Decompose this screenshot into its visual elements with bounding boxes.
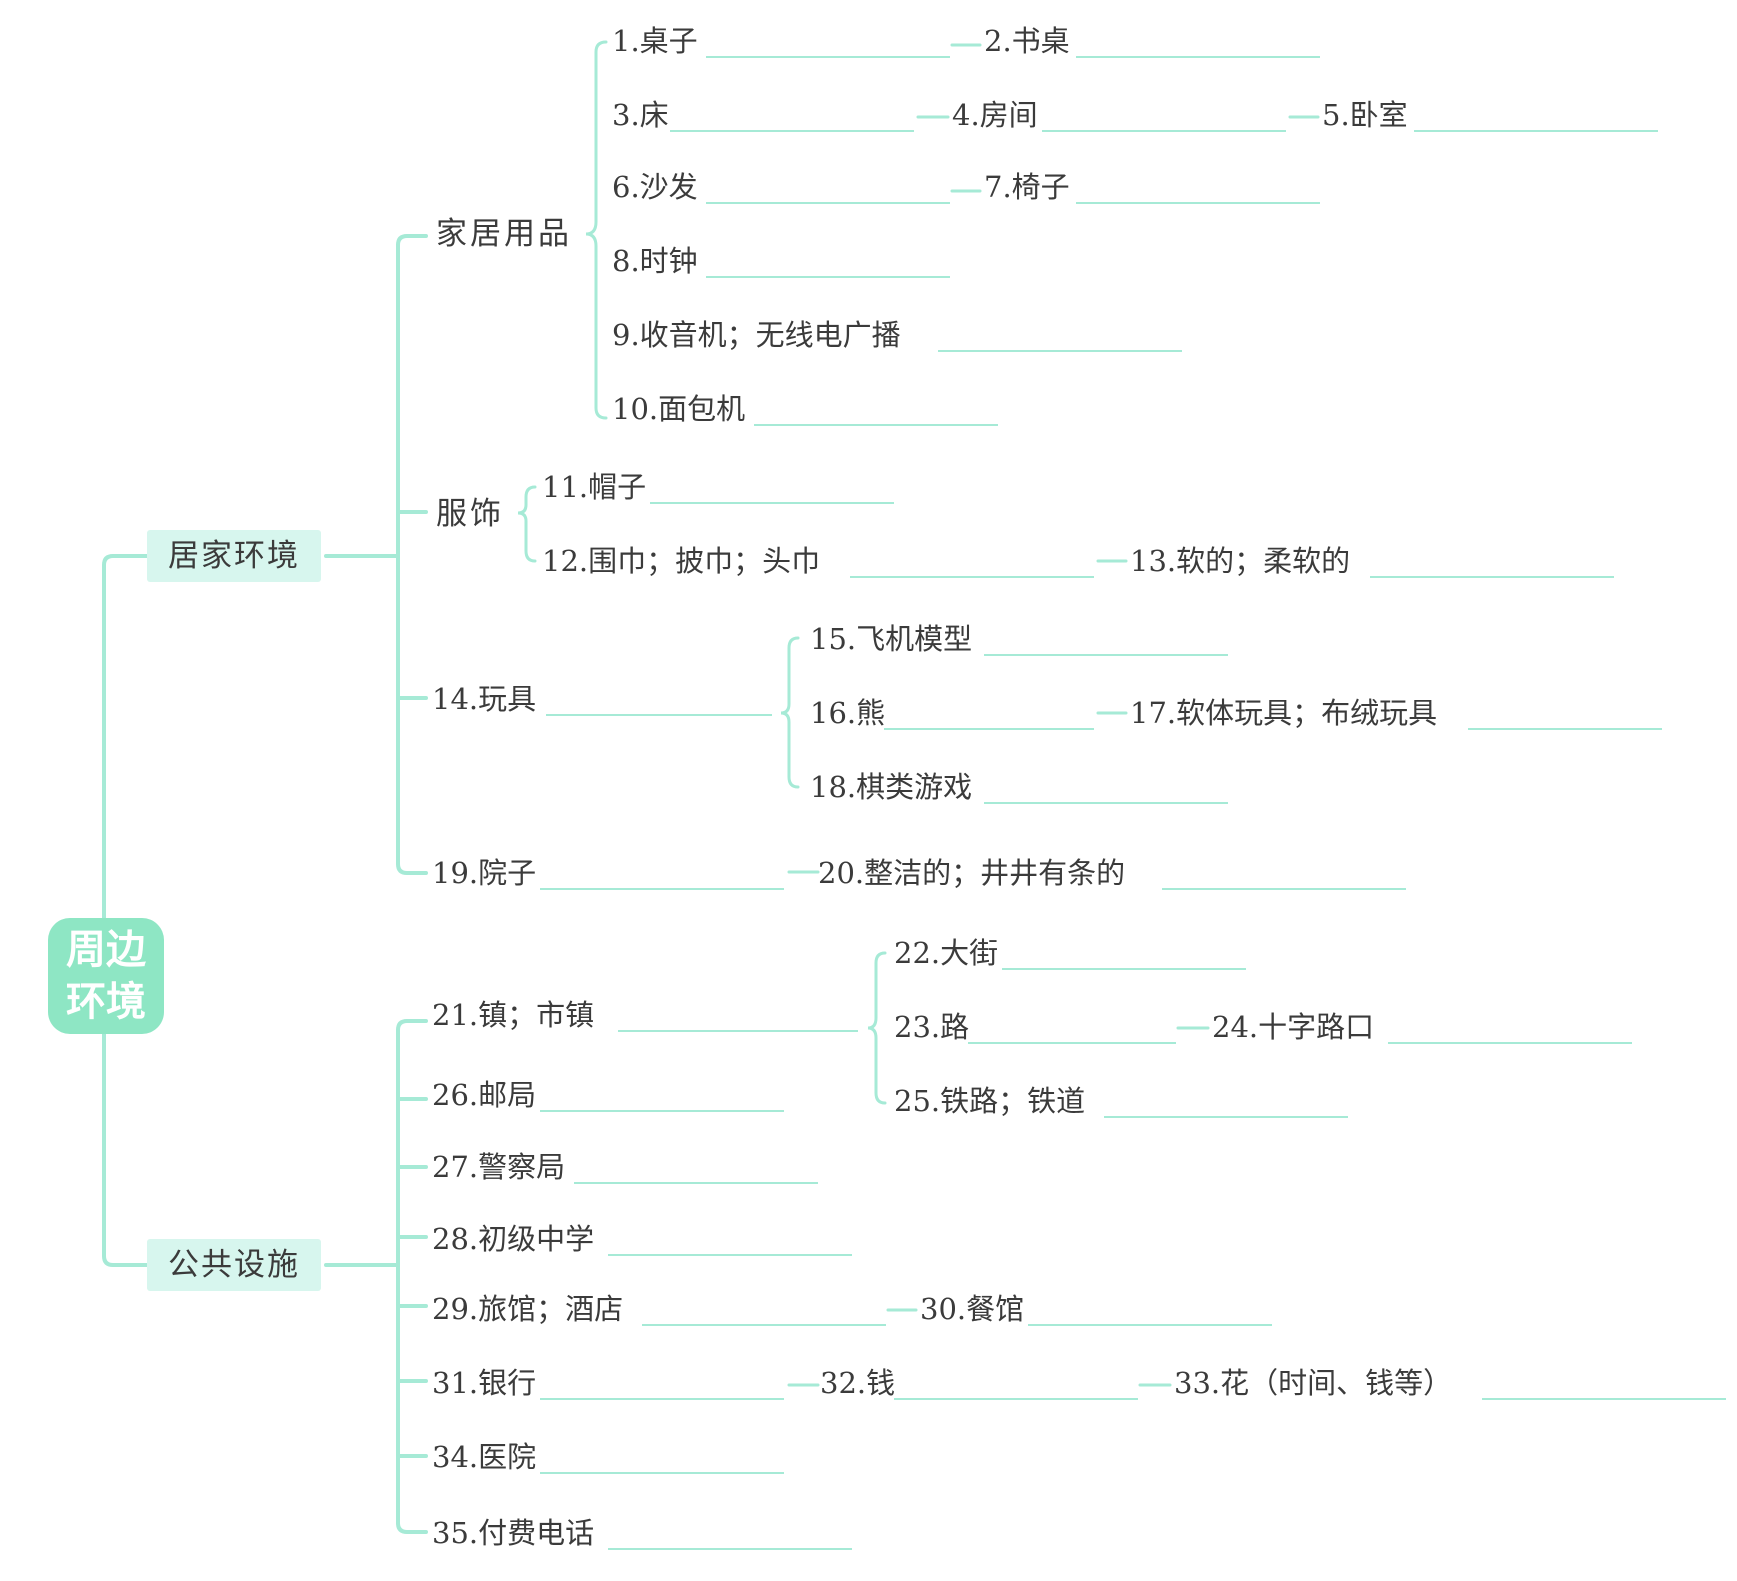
answer-blank-29[interactable] [642,1324,886,1326]
item-26: 26.邮局 [432,1078,537,1112]
item-23: 23.路 [894,1010,970,1044]
answer-blank-33[interactable] [1482,1398,1726,1400]
answer-blank-24[interactable] [1388,1042,1632,1044]
toys-brace [780,636,800,789]
answer-blank-3[interactable] [670,130,914,132]
answer-blank-25[interactable] [1104,1116,1348,1118]
answer-blank-10[interactable] [754,424,998,426]
item-32: 32.钱 [820,1366,896,1400]
item-30: 30.餐馆 [920,1292,1025,1326]
answer-blank-11[interactable] [650,502,894,504]
clothing-brace [517,485,537,563]
item-24: 24.十字路口 [1212,1010,1375,1044]
answer-blank-1[interactable] [706,56,950,58]
answer-blank-5[interactable] [1414,130,1658,132]
root-node: 周边 环境 [48,918,164,1034]
answer-blank-16[interactable] [884,728,1094,730]
answer-blank-8[interactable] [706,276,950,278]
item-10: 10.面包机 [612,392,746,426]
answer-blank-19[interactable] [540,888,784,890]
item-28: 28.初级中学 [432,1222,595,1256]
answer-blank-32[interactable] [894,1398,1138,1400]
item-19: 19.院子 [432,856,537,890]
item-25: 25.铁路；铁道 [894,1084,1086,1118]
item-18: 18.棋类游戏 [810,770,973,804]
item-2: 2.书桌 [984,24,1070,58]
answer-blank-27[interactable] [574,1182,818,1184]
town-brace [867,951,887,1105]
item-5: 5.卧室 [1322,98,1408,132]
item-8: 8.时钟 [612,244,698,278]
answer-blank-30[interactable] [1028,1324,1272,1326]
answer-blank-18[interactable] [984,802,1228,804]
item-6: 6.沙发 [612,170,698,204]
item-1: 1.桌子 [612,24,698,58]
item-29: 29.旅馆；酒店 [432,1292,624,1326]
item-9: 9.收音机；无线电广播 [612,318,901,352]
item-20: 20.整洁的；井井有条的 [818,856,1126,890]
answer-blank-6[interactable] [706,202,950,204]
answer-blank-22[interactable] [1002,968,1246,970]
answer-blank-31[interactable] [540,1398,784,1400]
item-15: 15.飞机模型 [810,622,973,656]
item-7: 7.椅子 [984,170,1070,204]
category-home: 居家环境 [147,530,321,582]
answer-blank-9[interactable] [938,350,1182,352]
answer-blank-20[interactable] [1162,888,1406,890]
subcategory-clothing: 服饰 [436,496,504,532]
item-13: 13.软的；柔软的 [1130,544,1351,578]
item-35: 35.付费电话 [432,1516,595,1550]
answer-blank-15[interactable] [984,654,1228,656]
answer-blank-17[interactable] [1468,728,1662,730]
item-11: 11.帽子 [542,470,647,504]
item-14: 14.玩具 [432,682,537,716]
item-22: 22.大街 [894,936,999,970]
answer-blank-23[interactable] [968,1042,1176,1044]
root-label-line1: 周边 [66,927,146,973]
answer-blank-13[interactable] [1370,576,1614,578]
category-public: 公共设施 [147,1239,321,1291]
root-trunk-lower [102,1032,150,1267]
answer-blank-28[interactable] [608,1254,852,1256]
root-trunk [102,554,150,920]
answer-blank-12[interactable] [850,576,1094,578]
item-17: 17.软体玩具；布绒玩具 [1130,696,1438,730]
item-4: 4.房间 [952,98,1038,132]
root-label-line2: 环境 [66,979,146,1025]
answer-blank-34[interactable] [540,1472,784,1474]
answer-blank-2[interactable] [1076,56,1320,58]
answer-blank-4[interactable] [1042,130,1286,132]
answer-blank-21[interactable] [618,1030,858,1032]
household-brace [585,40,608,420]
item-3: 3.床 [612,98,669,132]
answer-blank-26[interactable] [540,1110,784,1112]
answer-blank-14[interactable] [546,714,772,716]
subcategory-household: 家居用品 [436,216,572,252]
item-12: 12.围巾；披巾；头巾 [542,544,821,578]
item-31: 31.银行 [432,1366,537,1400]
item-16: 16.熊 [810,696,886,730]
answer-blank-35[interactable] [608,1548,852,1550]
answer-blank-7[interactable] [1076,202,1320,204]
item-33: 33.花（时间、钱等） [1174,1366,1453,1400]
item-27: 27.警察局 [432,1150,566,1184]
item-21: 21.镇；市镇 [432,998,595,1032]
item-34: 34.医院 [432,1440,537,1474]
